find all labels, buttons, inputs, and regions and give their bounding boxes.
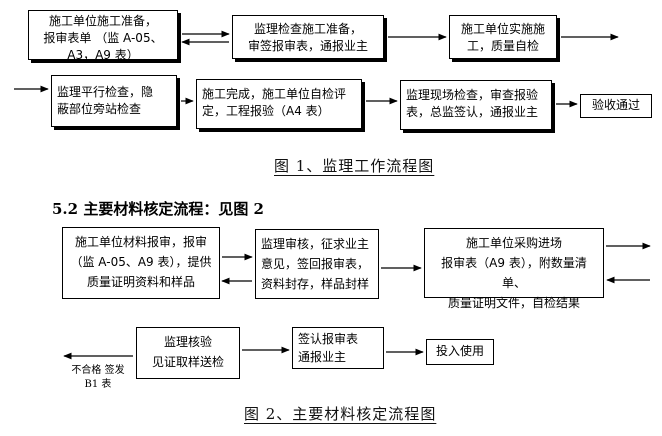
fig1-box-parallel-inspection: 监理平行检查，隐 蔽部位旁站检查 [51,75,177,127]
fig1-box-construction-prep: 施工单位施工准备， 报审表单 （监 A-05、 A3，A9 表） [28,10,178,62]
fig2-box-sampling-inspection: 监理核验 见证取样送检 [136,327,240,379]
section-title: 5.2 主要材料核定流程：见图 2 [52,200,264,218]
fig1-box-construction-selfcheck: 施工单位实施施 工，质量自检 [449,15,557,59]
fig2-box-supervision-review: 监理审核，征求业主 意见，签回报审表， 资料封存，样品封样 [255,229,379,299]
fig1-box-acceptance-passed: 验收通过 [580,94,652,118]
fig2-box-procurement-entry: 施工单位采购进场 报审表（A9 表），附数量清单、 质量证明文件，自检结果 [424,228,604,310]
fig1-box-supervision-check-prep: 监理检查施工准备， 审签报审表，通报业主 [232,15,384,59]
fig2-box-material-submission: 施工单位材料报审，报审 （监 A-05、A9 表），提供 质量证明资料和样品 [62,227,220,299]
fig1-box-construction-complete: 施工完成，施工单位自检评 定，工程报验（A4 表） [196,79,362,129]
fig1-box-site-inspection: 监理现场检查，审查报验 表，总监签认，通报业主 [400,80,552,130]
fig2-reject-note: 不合格 签发 B1 表 [71,365,125,390]
fig2-box-sign-notify: 签认报审表 通报业主 [292,327,384,369]
fig2-caption: 图 2、主要材料核定流程图 [244,405,437,423]
fig2-box-put-into-use: 投入使用 [426,339,494,365]
fig1-caption: 图 1、监理工作流程图 [274,157,435,175]
